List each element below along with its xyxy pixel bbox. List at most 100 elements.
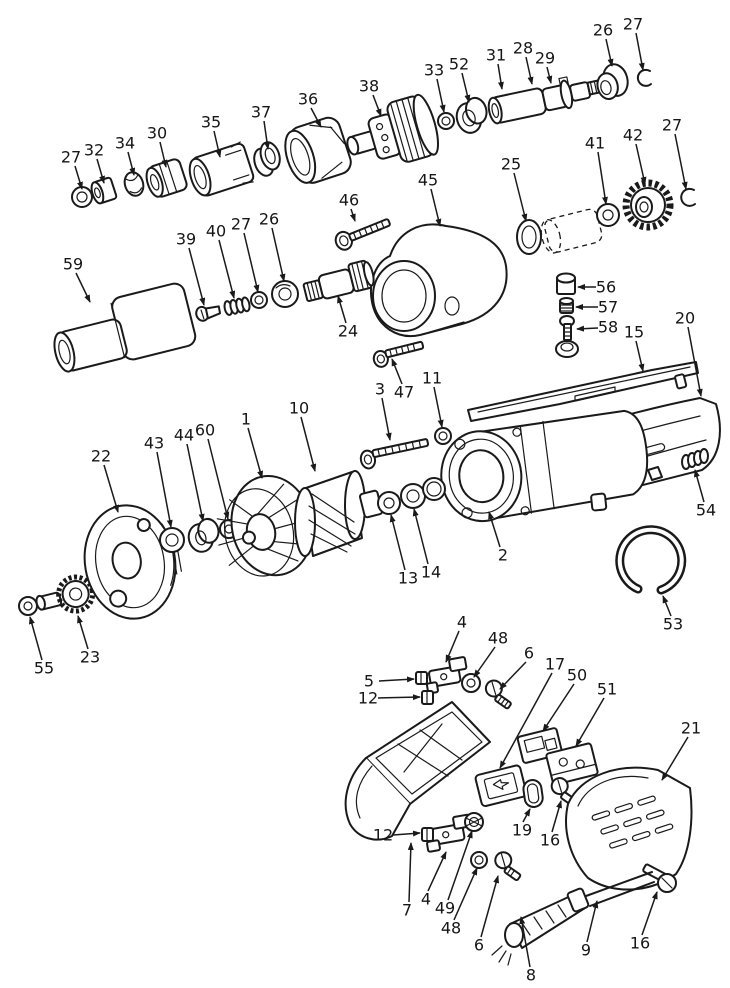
part-label-12-55: 12 [358, 689, 378, 708]
part-26-detent-disc [272, 281, 298, 307]
part-27-circlip-top [638, 70, 651, 86]
leader-line-9-66 [586, 900, 599, 943]
part-7-handle-shell [346, 702, 490, 840]
part-56-cylinder-pin [557, 274, 575, 295]
leader-line-21-56 [661, 736, 689, 781]
leader-line-26-24 [271, 227, 286, 282]
part-17-switch [475, 765, 527, 807]
leader-line-19-58 [522, 808, 531, 823]
leader-line-52-9 [461, 72, 471, 103]
leader-line-48-49 [473, 646, 496, 678]
part-43-ring [160, 528, 184, 552]
part-label-54-44: 54 [696, 501, 716, 520]
part-label-39-21: 39 [176, 230, 196, 249]
leader-line-51-53 [575, 697, 605, 747]
leader-line-28-11 [525, 56, 534, 85]
part-label-6-50: 6 [524, 644, 534, 663]
part-30-grooved-bushing [143, 158, 188, 200]
leader-line-53-45 [662, 595, 672, 617]
part-47-screw [372, 341, 425, 369]
leader-line-22-35 [103, 464, 119, 513]
leader-line-29-12 [546, 66, 553, 84]
part-22-bearing-plate [76, 497, 188, 626]
leader-line-11-34 [433, 386, 444, 428]
part-33-ring [438, 113, 454, 129]
part-24-intermediate-shaft [301, 259, 376, 303]
leader-line-27-18 [674, 133, 688, 190]
part-8-cord-guard [492, 888, 589, 965]
part-36-clamping-cap [279, 115, 354, 189]
part-label-15-30: 15 [624, 323, 644, 342]
leader-line-26-13 [605, 38, 614, 67]
part-52-bearing [452, 95, 491, 135]
part-39-set-screw [194, 302, 221, 323]
leader-line-32-1 [96, 158, 105, 184]
part-label-13-41: 13 [398, 569, 418, 588]
part-label-59-26: 59 [63, 255, 83, 274]
leader-line-46-19 [349, 208, 356, 222]
part-40-spring [223, 297, 250, 316]
part-12-clip-lower [422, 828, 433, 841]
part-label-56-27: 56 [596, 278, 616, 297]
leader-line-27-23 [243, 232, 260, 293]
part-48-washer-upper [462, 674, 480, 692]
leader-line-33-8 [436, 78, 446, 113]
part-label-58-29: 58 [598, 318, 618, 337]
part-label-43-36: 43 [144, 434, 164, 453]
part-label-21-56: 21 [681, 719, 701, 738]
part-21-vented-cover [566, 768, 691, 890]
leader-line-17-51 [499, 672, 553, 769]
leader-line-55-46 [28, 616, 43, 661]
part-label-3-32: 3 [375, 380, 385, 399]
part-label-57-28: 57 [598, 298, 618, 317]
leader-line-34-2 [127, 151, 136, 176]
part-label-35-4: 35 [201, 113, 221, 132]
leader-line-43-36 [156, 451, 173, 528]
leader-line-59-26 [75, 272, 91, 303]
part-35-spindle-sleeve [185, 141, 255, 199]
part-label-38-7: 38 [359, 77, 379, 96]
part-bearing-ring [423, 478, 445, 500]
part-label-29-12: 29 [535, 49, 555, 68]
leader-line-14-42 [412, 508, 429, 565]
leader-line-38-7 [372, 94, 382, 117]
part-label-17-51: 17 [545, 655, 565, 674]
part-label-23-47: 23 [80, 648, 100, 667]
part-label-30-3: 30 [147, 124, 167, 143]
part-label-46-19: 46 [339, 191, 359, 210]
part-19-pin-capsule [522, 779, 544, 808]
part-label-14-42: 14 [421, 563, 441, 582]
part-45-gear-housing [371, 224, 507, 336]
leader-line-1-39 [247, 427, 264, 479]
part-12-clip-upper [422, 691, 433, 704]
part-label-55-46: 55 [34, 659, 54, 678]
part-15-clamping-bar [468, 362, 698, 421]
part-9-cable [586, 872, 654, 906]
part-label-26-13: 26 [593, 21, 613, 40]
part-6-screw-lower [492, 849, 527, 881]
leader-line-44-37 [186, 443, 205, 522]
part-55-ring [19, 597, 37, 615]
part-27-circlip-right [681, 189, 695, 206]
leader-line-25-15 [513, 172, 528, 222]
leader-line-15-30 [635, 340, 645, 372]
part-label-27-14: 27 [623, 15, 643, 34]
part-label-22-35: 22 [91, 447, 111, 466]
leader-line-50-52 [542, 683, 575, 732]
part-13-washer [378, 492, 400, 514]
part-41-washer [597, 204, 619, 226]
part-14-bearing [401, 484, 425, 508]
part-label-2-43: 2 [498, 546, 508, 565]
leader-line-47-33 [391, 358, 403, 385]
leader-line-42-17 [635, 143, 647, 185]
part-4-lever-lower [423, 814, 474, 852]
part-23-pinion-gear [33, 573, 97, 620]
part-label-16-67: 16 [630, 934, 650, 953]
leader-line-7-60 [407, 842, 414, 903]
leader-line-13-41 [389, 514, 406, 571]
part-label-16-59: 16 [540, 831, 560, 850]
part-31-28-29-spindle-shaft [486, 70, 608, 125]
leader-line-20-31 [687, 326, 703, 397]
part-label-31-10: 31 [486, 46, 506, 65]
